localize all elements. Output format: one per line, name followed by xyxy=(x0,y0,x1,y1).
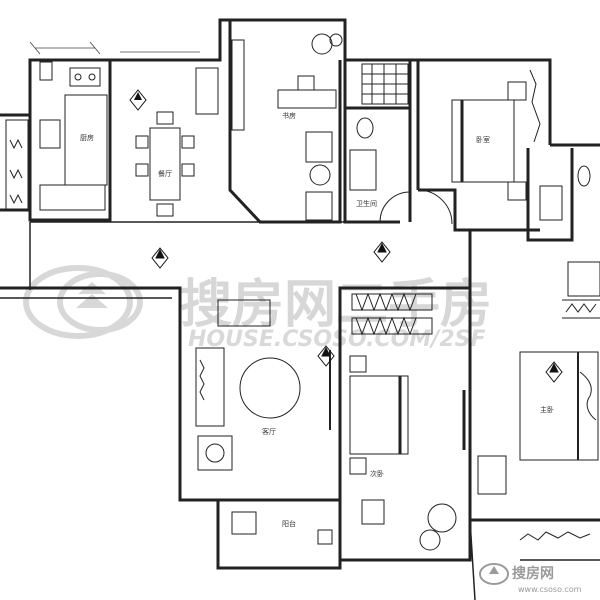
watermark-brand: 搜房网二手房 xyxy=(180,275,492,335)
room-label-dining: 餐厅 xyxy=(158,169,172,178)
balcony-walls xyxy=(216,500,342,570)
elevation-marker-icon xyxy=(129,89,147,111)
watermark: 搜房网二手房 HOUSE.CSOSO.COM/2SF xyxy=(23,265,492,352)
elevation-markers xyxy=(151,241,563,383)
room-label-kitchen: 厨房 xyxy=(80,133,94,142)
center-bedroom-walls xyxy=(338,286,472,562)
ne-bedroom-walls xyxy=(416,60,540,232)
room-label-study: 书房 xyxy=(282,111,296,120)
ensuite-walls xyxy=(526,148,574,242)
watermark-site: HOUSE.CSOSO.COM/2SF xyxy=(188,327,486,352)
room-label-master: 主卧 xyxy=(540,405,554,414)
ensuite-fixtures xyxy=(539,165,591,221)
study-furniture xyxy=(231,33,343,221)
bathroom-fixtures xyxy=(349,63,409,191)
master-walls xyxy=(468,230,600,522)
balcony-furniture xyxy=(231,511,333,545)
watermark-logo-icon xyxy=(23,265,143,339)
left-stub-walls xyxy=(0,113,30,212)
ne-door-swing xyxy=(417,189,453,225)
master-balcony-rail xyxy=(520,519,600,561)
corner-logo-icon xyxy=(479,563,509,585)
corner-watermark: 搜房网 www.csoso.com xyxy=(479,563,582,594)
master-east-line xyxy=(469,519,476,600)
corridor-line xyxy=(29,221,400,290)
corner-url: www.csoso.com xyxy=(518,585,582,594)
dining-sideboard xyxy=(195,67,219,115)
kitchen-walls xyxy=(28,58,112,222)
room-label-balcony: 阳台 xyxy=(282,519,296,528)
living-furniture xyxy=(195,299,301,471)
bath-door-swing xyxy=(379,191,411,223)
master-balcony-plants xyxy=(519,531,591,541)
room-label-bathroom: 卫生间 xyxy=(356,199,377,208)
master-furniture xyxy=(462,261,600,495)
room-label-living: 客厅 xyxy=(262,427,276,436)
corner-brand: 搜房网 xyxy=(512,565,554,582)
room-label-bedroom-center: 次卧 xyxy=(370,469,384,478)
room-label-bedroom-ne: 卧室 xyxy=(476,135,490,144)
north-wall xyxy=(110,18,552,145)
kitchen-furniture xyxy=(39,61,108,211)
dimension-lines xyxy=(29,41,200,55)
left-window-hatch xyxy=(5,119,29,211)
center-bedroom-furniture xyxy=(349,292,457,551)
dining-table xyxy=(135,111,195,217)
ne-bedroom-furniture xyxy=(451,69,541,201)
